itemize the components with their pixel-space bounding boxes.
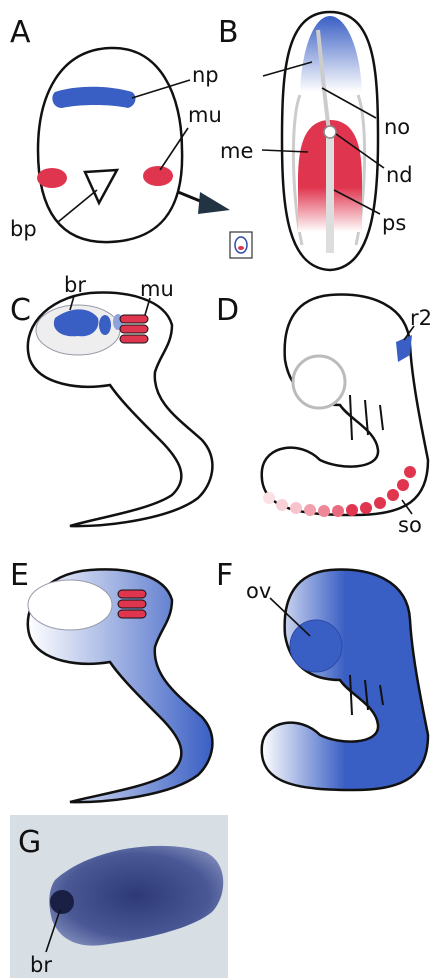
label-me-b: me	[220, 139, 253, 163]
neural-plate-a	[52, 87, 135, 108]
somite	[374, 497, 386, 509]
inset-embryo-red	[238, 246, 244, 250]
panel-g-letter: G	[18, 825, 41, 860]
panel-f: F ov	[216, 558, 428, 790]
panel-g: G br	[10, 815, 228, 978]
somite	[276, 499, 288, 511]
panel-f-letter: F	[216, 558, 233, 593]
panel-a: A np mu bp	[10, 15, 252, 258]
head-region-e	[28, 580, 112, 630]
panel-b: B no me nd ps	[218, 12, 413, 270]
label-nd-b: nd	[386, 163, 413, 187]
somite	[397, 479, 409, 491]
muscle-c-3	[120, 335, 148, 343]
somite	[404, 466, 416, 478]
panel-d-letter: D	[216, 293, 239, 328]
primitive-streak-b	[326, 135, 334, 253]
muscle-e-1	[118, 590, 146, 598]
panel-e: E	[10, 558, 212, 802]
inset-embryo	[235, 237, 247, 253]
panel-e-letter: E	[10, 558, 29, 593]
label-r2-d: r2	[410, 306, 432, 330]
somite	[346, 504, 358, 516]
somite	[360, 502, 372, 514]
somite	[290, 502, 302, 514]
label-ps-b: ps	[382, 211, 406, 235]
embryo-a-outline	[38, 48, 182, 242]
muscle-e-3	[118, 610, 146, 618]
muscle-right-a	[143, 166, 173, 186]
photo-brain-spot	[50, 890, 74, 914]
panel-b-letter: B	[218, 15, 239, 50]
label-mu-a: mu	[188, 103, 222, 127]
label-br-c: br	[64, 273, 86, 297]
muscle-e-2	[118, 600, 146, 608]
somite	[332, 505, 344, 517]
panel-c-letter: C	[10, 293, 31, 328]
label-no-b: no	[384, 115, 410, 139]
label-mu-c: mu	[140, 277, 174, 301]
label-bp-a: bp	[10, 217, 37, 241]
label-br-g: br	[30, 953, 52, 977]
muscle-left-a	[37, 168, 67, 188]
somite	[318, 505, 330, 517]
somite	[387, 489, 399, 501]
somite	[304, 504, 316, 516]
somite	[263, 492, 275, 504]
muscle-c-1	[120, 315, 148, 323]
otic-vesicle-f	[290, 620, 342, 672]
label-ov-f: ov	[246, 579, 271, 603]
arrow-head	[198, 192, 230, 214]
brain-c-spot2	[99, 315, 111, 335]
panel-c: C br mu	[10, 273, 212, 526]
label-np-a: np	[192, 63, 219, 87]
embryo-f-outline	[262, 570, 428, 790]
eye-d	[293, 356, 345, 408]
muscle-c-2	[120, 325, 148, 333]
panel-a-letter: A	[10, 15, 31, 50]
node-b	[324, 126, 336, 138]
label-so-d: so	[398, 513, 422, 537]
panel-d: D r2 so	[216, 293, 432, 537]
